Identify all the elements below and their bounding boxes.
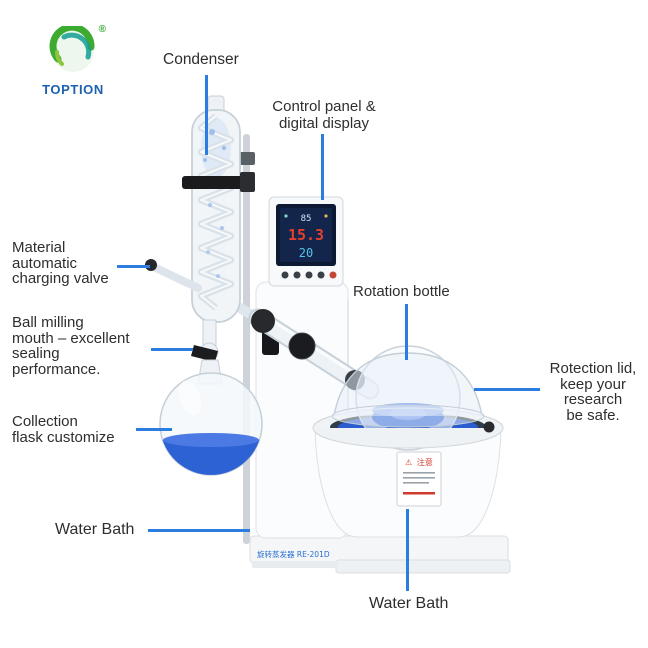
connector-collection-flask: [136, 428, 172, 431]
label-water-bath-bottom: Water Bath: [369, 595, 449, 612]
label-control-panel-line1: Control panel &: [272, 98, 376, 115]
label-water-bath-left: Water Bath: [55, 521, 135, 538]
warning-sticker: ⚠ 注意: [396, 451, 442, 507]
warning-title: 注意: [417, 457, 433, 467]
base-plate: [249, 535, 511, 574]
bath-rim-front: [313, 428, 503, 448]
connector-material-valve: [117, 265, 150, 268]
label-collection-flask: Collection flask customize: [12, 414, 115, 446]
collection-flask: [159, 372, 263, 476]
connector-rotation-bottle: [405, 304, 408, 360]
registered-mark: ®: [98, 24, 106, 35]
connector-water-bath-left: [148, 529, 250, 532]
brand-name: TOPTION: [42, 82, 104, 97]
connector-condenser: [205, 75, 208, 155]
panel-buttons: [281, 271, 337, 279]
condenser-column: [182, 95, 255, 347]
label-collection-line2: flask customize: [12, 429, 115, 446]
condenser-clamp: [182, 176, 248, 189]
label-collection-line1: Collection: [12, 413, 78, 430]
lid-knob: [483, 421, 495, 433]
control-panel: 85 15.3 20: [268, 196, 344, 287]
display-row-2: 15.3: [288, 226, 324, 244]
label-control-panel: Control panel & digital display: [250, 98, 398, 132]
connector-water-bath-bottom: [406, 509, 409, 591]
label-material-line1: Material: [12, 239, 66, 256]
label-material-line2: automatic: [12, 254, 78, 272]
collection-flask-liquid: [162, 440, 260, 475]
label-ball-line2: mouth – excellent: [12, 329, 130, 347]
label-lid-line1: Rotection lid,: [549, 360, 637, 377]
connector-ball-milling: [151, 348, 193, 351]
label-protection-lid: Rotection lid, keep your research be saf…: [543, 361, 643, 423]
protection-lid: [331, 352, 495, 433]
label-ball-line4: performance.: [12, 360, 101, 378]
display-row-3: 20: [299, 246, 313, 260]
label-material-valve: Material automatic charging valve: [12, 240, 109, 287]
warning-symbol: ⚠: [405, 458, 412, 467]
label-rotation-bottle: Rotation bottle: [353, 283, 450, 300]
globe-icon: [49, 23, 95, 72]
base-model-label: 旋转蒸发器 RE-201D: [257, 549, 330, 559]
label-control-panel-line2: digital display: [278, 114, 370, 132]
label-ball-milling: Ball milling mouth – excellent sealing p…: [12, 315, 130, 377]
connector-control-panel: [321, 134, 324, 200]
svg-text:⚠ 注意: ⚠ 注意: [405, 457, 433, 467]
label-lid-line2: keep your: [560, 375, 626, 393]
label-material-line3: charging valve: [12, 270, 109, 287]
connector-protection-lid: [474, 388, 540, 391]
label-condenser: Condenser: [163, 51, 239, 68]
label-ball-line3: sealing: [12, 345, 60, 362]
charging-valve: [145, 259, 202, 292]
brand-logo: ® TOPTION: [34, 23, 112, 97]
display-row-1: 85: [301, 214, 312, 224]
label-lid-line3: research: [563, 391, 623, 408]
label-ball-line1: Ball milling: [12, 314, 84, 331]
label-lid-line4: be safe.: [566, 406, 620, 424]
